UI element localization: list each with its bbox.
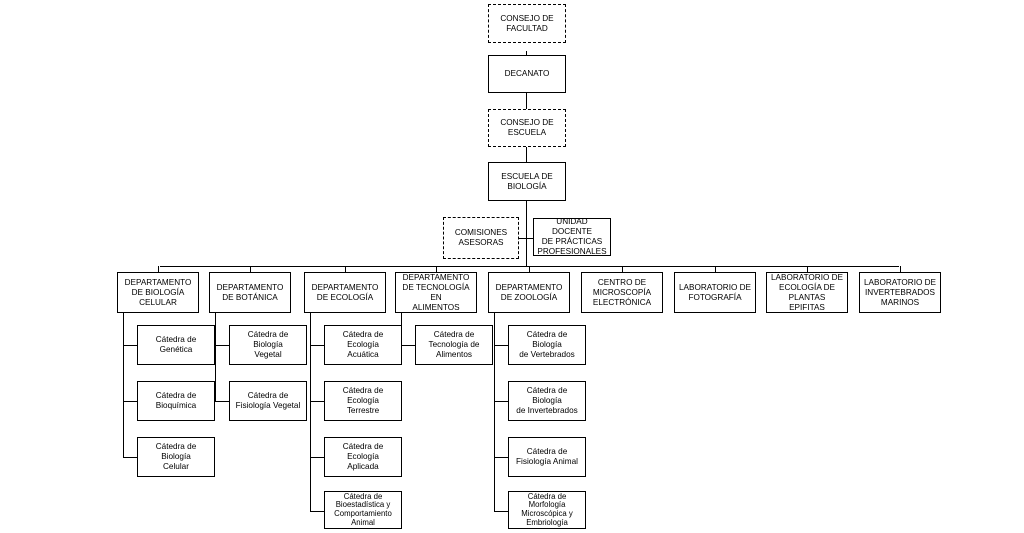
- connector-line: [310, 457, 324, 459]
- unit-box: DEPARTAMENTO DE ZOOLOGÍA: [488, 272, 570, 313]
- connector-line: [494, 313, 496, 511]
- connector-line: [519, 238, 533, 240]
- connector-line: [807, 266, 809, 272]
- connector-line: [715, 266, 717, 272]
- connector-line: [250, 266, 252, 272]
- consejo-facultad-box: CONSEJO DE FACULTAD: [488, 4, 566, 43]
- connector-line: [123, 313, 125, 457]
- catedra-box: Cátedra de Biología Celular: [137, 437, 215, 477]
- decanato-box: DECANATO: [488, 55, 566, 93]
- connector-line: [215, 401, 229, 403]
- catedra-box: Cátedra de Biología de Invertebrados: [508, 381, 586, 421]
- connector-line: [123, 345, 137, 347]
- catedra-box: Cátedra de Ecología Acuática: [324, 325, 402, 365]
- connector-line: [494, 401, 508, 403]
- connector-line: [215, 345, 229, 347]
- catedra-box: Cátedra de Fisiología Vegetal: [229, 381, 307, 421]
- catedra-box: Cátedra de Biología Vegetal: [229, 325, 307, 365]
- connector-line: [494, 345, 508, 347]
- connector-line: [529, 266, 531, 272]
- escuela-biologia-box: ESCUELA DE BIOLOGÍA: [488, 162, 566, 201]
- catedra-box: Cátedra de Bioestadística y Comportamien…: [324, 491, 402, 529]
- connector-line: [526, 51, 528, 267]
- catedra-box: Cátedra de Genética: [137, 325, 215, 365]
- unit-box: DEPARTAMENTO DE BIOLOGÍA CELULAR: [117, 272, 199, 313]
- catedra-box: Cátedra de Biología de Vertebrados: [508, 325, 586, 365]
- catedra-box: Cátedra de Ecología Aplicada: [324, 437, 402, 477]
- connector-line: [401, 313, 403, 345]
- catedra-box: Cátedra de Ecología Terrestre: [324, 381, 402, 421]
- connector-line: [436, 266, 438, 272]
- connector-line: [310, 511, 324, 513]
- catedra-box: Cátedra de Bioquímica: [137, 381, 215, 421]
- unit-box: LABORATORIO DE ECOLOGÍA DE PLANTAS EPIFI…: [766, 272, 848, 313]
- unidad-docente-box: UNIDAD DOCENTE DE PRÁCTICAS PROFESIONALE…: [533, 217, 611, 256]
- catedra-box: Cátedra de Morfología Microscópica y Emb…: [508, 491, 586, 529]
- connector-line: [345, 266, 347, 272]
- connector-line: [900, 266, 902, 272]
- comisiones-asesoras-box: COMISIONES ASESORAS: [443, 217, 519, 259]
- unit-box: DEPARTAMENTO DE TECNOLOGÍA EN ALIMENTOS: [395, 272, 477, 313]
- connector-line: [123, 457, 137, 459]
- connector-line: [310, 313, 312, 511]
- unit-box: LABORATORIO DE FOTOGRAFÍA: [674, 272, 756, 313]
- unit-box: CENTRO DE MICROSCOPÍA ELECTRÓNICA: [581, 272, 663, 313]
- unit-box: DEPARTAMENTO DE ECOLOGÍA: [304, 272, 386, 313]
- connector-line: [215, 313, 217, 401]
- unit-box: DEPARTAMENTO DE BOTÁNICA: [209, 272, 291, 313]
- connector-line: [158, 266, 160, 272]
- catedra-box: Cátedra de Tecnología de Alimentos: [415, 325, 493, 365]
- connector-line: [494, 457, 508, 459]
- connector-line: [310, 345, 324, 347]
- connector-line: [310, 401, 324, 403]
- consejo-escuela-box: CONSEJO DE ESCUELA: [488, 109, 566, 147]
- connector-line: [401, 345, 415, 347]
- connector-line: [494, 511, 508, 513]
- connector-line: [622, 266, 624, 272]
- connector-line: [123, 401, 137, 403]
- catedra-box: Cátedra de Fisiología Animal: [508, 437, 586, 477]
- unit-box: LABORATORIO DE INVERTEBRADOS MARINOS: [859, 272, 941, 313]
